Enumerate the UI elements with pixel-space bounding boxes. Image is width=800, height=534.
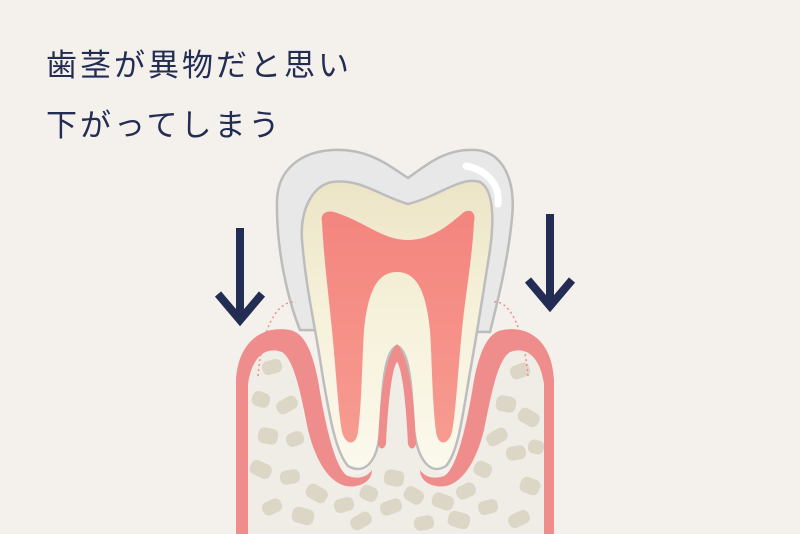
arrow-down-icon: [214, 228, 266, 327]
gum-center: [378, 344, 416, 449]
caption-line-1: 歯茎が異物だと思い: [46, 48, 352, 84]
tooth: [275, 148, 514, 471]
bone-cells: [249, 358, 545, 531]
gum-original-line-left: [257, 301, 297, 377]
caption-line-2: 下がってしまう: [46, 108, 283, 144]
gum-left: [236, 329, 372, 534]
gum-original-line-right: [493, 301, 529, 377]
tooth-pulp: [321, 210, 475, 443]
arrow-down-icon: [524, 214, 576, 313]
caption: 歯茎が異物だと思い 下がってしまう: [46, 36, 352, 156]
gum-right: [420, 329, 554, 534]
gums: [236, 301, 554, 534]
alveolar-bone: [240, 338, 550, 534]
tooth-enamel-highlight: [462, 162, 502, 208]
